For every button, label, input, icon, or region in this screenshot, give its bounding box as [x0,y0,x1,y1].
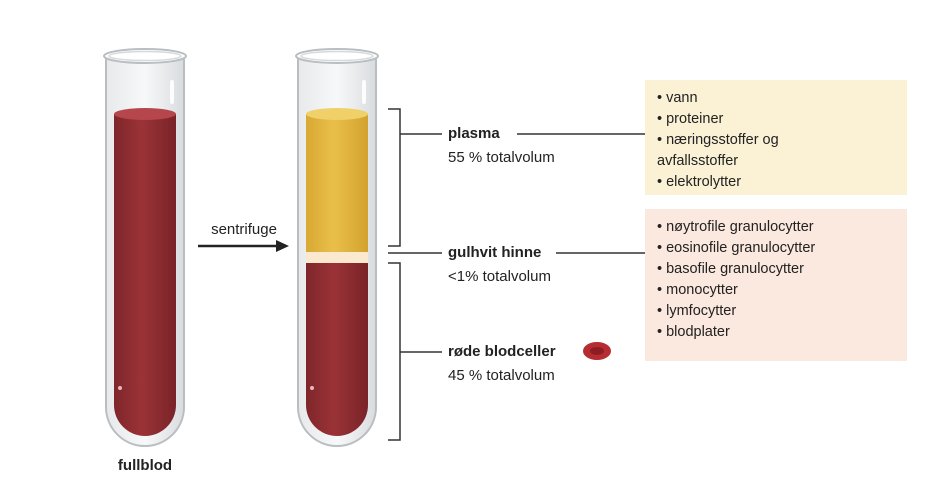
list-item: blodplater [657,322,895,343]
red-blood-cell-icon [583,342,611,360]
red-cells-label: røde blodceller [448,343,556,360]
buffy-coat-components-list: nøytrofile granulocytter eosinofile gran… [657,217,895,343]
separated-blood-tube [295,48,379,447]
list-item-continuation: avfallsstoffer [657,153,739,169]
buffy-coat-layer [306,252,368,263]
plasma-bracket [388,108,442,247]
red-cells-layer [306,262,368,436]
red-cells-bracket [388,262,442,441]
plasma-layer [306,114,368,252]
list-item: basofile granulocytter [657,259,895,280]
list-item: elektrolytter [657,172,895,193]
list-item: lymfocytter [657,301,895,322]
buffy-coat-volume: <1% totalvolum [448,268,551,285]
buffy-coat-components-box: nøytrofile granulocytter eosinofile gran… [645,209,907,361]
whole-blood-tube [103,48,187,447]
buffy-coat-label: gulhvit hinne [448,244,542,261]
list-item: proteiner [657,109,895,130]
list-item: nøytrofile granulocytter [657,217,895,238]
list-item: næringsstoffer og [657,130,895,151]
plasma-components-list: vann proteiner næringsstoffer og avfalls… [657,88,895,193]
list-item: eosinofile granulocytter [657,238,895,259]
whole-blood-fill [114,114,176,436]
centrifuge-label: sentrifuge [211,221,277,238]
red-cells-volume: 45 % totalvolum [448,367,555,384]
whole-blood-caption: fullblod [118,457,172,474]
plasma-volume: 55 % totalvolum [448,149,555,166]
list-item: monocytter [657,280,895,301]
centrifuge-arrow [198,240,289,252]
plasma-label: plasma [448,125,500,142]
plasma-components-box: vann proteiner næringsstoffer og avfalls… [645,80,907,195]
list-item: vann [657,88,895,109]
